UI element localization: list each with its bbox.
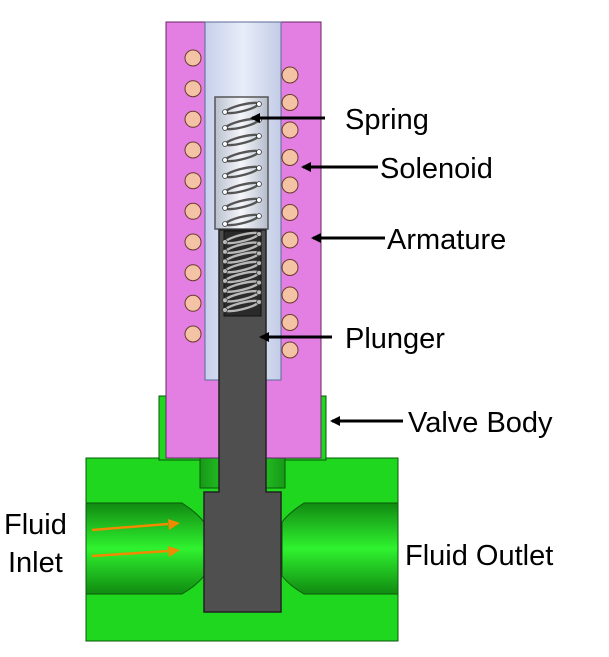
coil-turn-right-6 xyxy=(281,204,299,221)
spring-wire-end-lower-1-1 xyxy=(222,239,228,245)
spring-wire-end-upper-4-2 xyxy=(256,149,262,155)
spring-wire-end-lower-4-2 xyxy=(256,260,262,266)
solenoid-coil-left xyxy=(184,49,202,343)
inlet-channel xyxy=(85,502,205,595)
spring-wire-end-lower-3-2 xyxy=(256,250,262,257)
spring-wire-end-lower-2-1 xyxy=(222,248,228,255)
label-fluid-outlet: Fluid Outlet xyxy=(405,540,553,572)
spring-upper-coils xyxy=(222,101,262,227)
spring-wire-end-lower-5-2 xyxy=(256,270,262,276)
coil-turn-right-5 xyxy=(281,176,299,194)
coil-turn-left-7 xyxy=(184,233,202,251)
coil-turn-left-6 xyxy=(184,202,202,220)
spring-wire-end-lower-7-1 xyxy=(222,297,228,304)
spring-wire-end-upper-5-1 xyxy=(222,173,228,179)
flow-arrow-1-head xyxy=(168,519,180,530)
inlet-flow-arrows xyxy=(91,519,180,558)
coil-turn-left-3 xyxy=(184,110,202,128)
coil-turn-left-8 xyxy=(184,264,202,282)
label-spring: Spring xyxy=(345,104,429,136)
spring-wire-end-upper-7-2 xyxy=(256,197,262,203)
spring-wire-end-upper-5-2 xyxy=(256,165,262,171)
outlet-channel xyxy=(281,502,399,595)
spring-wire-end-upper-1-2 xyxy=(256,101,262,107)
coil-turn-left-2 xyxy=(184,80,202,98)
spring-wire-end-lower-6-2 xyxy=(256,279,262,286)
spring-wire-end-upper-8-1 xyxy=(222,221,228,227)
spring-wire-end-upper-3-1 xyxy=(222,141,228,147)
coil-turn-right-10 xyxy=(281,314,299,331)
solenoid-coil-right xyxy=(281,66,299,359)
spring-wire-end-lower-4-1 xyxy=(222,268,228,274)
spring-wire-end-lower-3-1 xyxy=(222,258,228,265)
spring-wire-end-upper-2-1 xyxy=(222,125,228,131)
label-valve-body: Valve Body xyxy=(408,407,553,439)
flow-arrow-1 xyxy=(91,522,169,532)
label-solenoid: Solenoid xyxy=(380,153,493,185)
coil-turn-right-4 xyxy=(281,149,299,166)
spring-wire-end-upper-6-2 xyxy=(256,181,262,187)
spring-wire-end-upper-7-1 xyxy=(222,205,228,211)
coil-turn-right-9 xyxy=(281,286,299,304)
spring-wire-end-lower-7-2 xyxy=(256,289,262,296)
spring-wire-end-lower-1-2 xyxy=(256,231,262,237)
coil-turn-right-8 xyxy=(281,259,299,276)
flow-arrow-2-head xyxy=(168,546,180,557)
coil-turn-left-5 xyxy=(184,172,202,190)
coil-turn-right-1 xyxy=(281,66,299,84)
spring-wire-end-lower-2-2 xyxy=(256,240,262,247)
spring-lower-coils xyxy=(222,231,262,313)
spring-wire-end-upper-4-1 xyxy=(222,157,228,163)
spring-wire-end-lower-8-2 xyxy=(256,299,262,305)
spring-wire-end-lower-8-1 xyxy=(222,307,228,313)
callout-arrows xyxy=(250,113,403,426)
label-armature: Armature xyxy=(387,224,506,256)
coil-turn-left-4 xyxy=(184,141,202,159)
coil-turn-left-1 xyxy=(184,49,202,67)
coil-turn-right-11 xyxy=(281,341,299,359)
coil-turn-right-7 xyxy=(281,231,299,249)
coil-turn-right-2 xyxy=(281,94,299,111)
plunger xyxy=(203,229,282,613)
coil-turn-left-10 xyxy=(184,325,202,343)
spring-wire-end-upper-8-2 xyxy=(256,213,262,219)
spring-wire-end-upper-6-1 xyxy=(222,189,228,195)
flow-arrow-2 xyxy=(91,549,169,558)
spring-wire-end-upper-3-2 xyxy=(256,133,262,139)
spring-wire-end-lower-5-1 xyxy=(222,278,228,284)
label-fluid-inlet-2: Inlet xyxy=(8,547,63,579)
spring-wire-end-lower-6-1 xyxy=(222,287,228,294)
spring-wire-end-upper-1-1 xyxy=(222,109,228,115)
label-fluid-inlet-1: Fluid xyxy=(4,509,67,541)
coil-turn-right-3 xyxy=(281,121,299,139)
coil-turn-left-9 xyxy=(184,294,202,312)
label-plunger: Plunger xyxy=(345,323,445,355)
